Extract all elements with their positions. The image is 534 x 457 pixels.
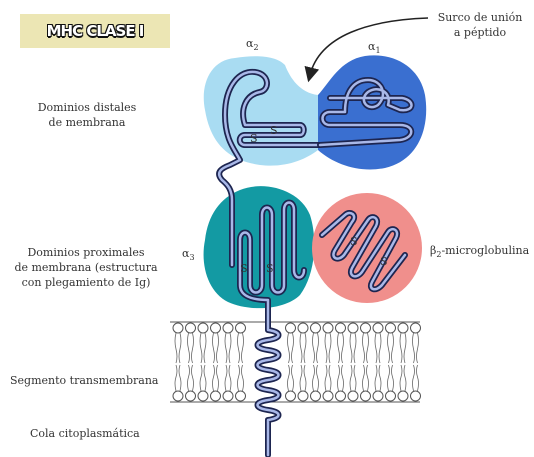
lipid-tail xyxy=(313,365,319,391)
lipid-head xyxy=(186,323,196,333)
lipid-head xyxy=(336,323,346,333)
lipid-tail xyxy=(213,365,219,391)
lipid-head xyxy=(211,391,221,401)
lipid-head xyxy=(236,323,246,333)
lipid-tail xyxy=(388,365,394,391)
lipid-head xyxy=(348,323,358,333)
lipid-head xyxy=(286,323,296,333)
lipid-tail xyxy=(225,333,231,363)
lipid-tail xyxy=(413,333,419,363)
lipid-head xyxy=(198,391,208,401)
lipid-tail xyxy=(350,333,356,363)
lipid-tail xyxy=(300,365,306,391)
lipid-tail xyxy=(175,333,181,363)
lipid-head xyxy=(323,391,333,401)
lipid-head xyxy=(386,323,396,333)
lipid-bilayer xyxy=(170,322,421,402)
lipid-tail xyxy=(325,333,331,363)
lipid-tail xyxy=(175,365,181,391)
lipid-tail xyxy=(375,365,381,391)
lipid-head xyxy=(411,391,421,401)
lipid-tail xyxy=(288,333,294,363)
lipid-head xyxy=(411,323,421,333)
lipid-tail xyxy=(288,365,294,391)
lipid-head xyxy=(286,391,296,401)
lipid-head xyxy=(198,323,208,333)
lipid-tail xyxy=(363,365,369,391)
lipid-tail xyxy=(338,365,344,391)
lipid-head xyxy=(311,391,321,401)
lipid-head xyxy=(398,391,408,401)
lipid-head xyxy=(236,391,246,401)
lipid-head xyxy=(373,391,383,401)
lipid-tail xyxy=(238,365,244,391)
lipid-head xyxy=(373,323,383,333)
lipid-tail xyxy=(400,365,406,391)
lipid-tail xyxy=(200,333,206,363)
lipid-tail xyxy=(400,333,406,363)
lipid-head xyxy=(311,323,321,333)
lipid-heads-bottom xyxy=(173,365,421,401)
lipid-head xyxy=(361,323,371,333)
lipid-tail xyxy=(188,333,194,363)
lipid-tail xyxy=(225,365,231,391)
lipid-head xyxy=(211,323,221,333)
lipid-head xyxy=(323,323,333,333)
lipid-tail xyxy=(200,365,206,391)
lipid-head xyxy=(336,391,346,401)
disulfide-s-alpha2-a: S xyxy=(250,132,258,145)
disulfide-s-alpha2-b: S xyxy=(270,124,278,137)
lipid-head xyxy=(361,391,371,401)
lipid-tail xyxy=(350,365,356,391)
lipid-head xyxy=(398,323,408,333)
lipid-head xyxy=(173,391,183,401)
lipid-head xyxy=(223,323,233,333)
lipid-tail xyxy=(325,365,331,391)
lipid-head xyxy=(386,391,396,401)
lipid-tail xyxy=(413,365,419,391)
lipid-head xyxy=(186,391,196,401)
lipid-head xyxy=(298,323,308,333)
lipid-tail xyxy=(363,333,369,363)
lipid-tail xyxy=(388,333,394,363)
lipid-tail xyxy=(300,333,306,363)
lipid-heads-top xyxy=(173,323,421,363)
disulfide-s-beta2-b: S xyxy=(380,255,388,268)
lipid-tail xyxy=(213,333,219,363)
lipid-tail xyxy=(313,333,319,363)
lipid-tail xyxy=(338,333,344,363)
lipid-tail xyxy=(188,365,194,391)
disulfide-s-alpha3-b: S xyxy=(266,262,274,275)
lipid-head xyxy=(298,391,308,401)
lipid-head xyxy=(223,391,233,401)
lipid-tail xyxy=(375,333,381,363)
lipid-head xyxy=(173,323,183,333)
disulfide-s-alpha3-a: S xyxy=(240,262,248,275)
beta2-domain xyxy=(312,193,422,303)
disulfide-s-beta2-a: S xyxy=(350,235,358,248)
lipid-head xyxy=(348,391,358,401)
lipid-tail xyxy=(238,333,244,363)
